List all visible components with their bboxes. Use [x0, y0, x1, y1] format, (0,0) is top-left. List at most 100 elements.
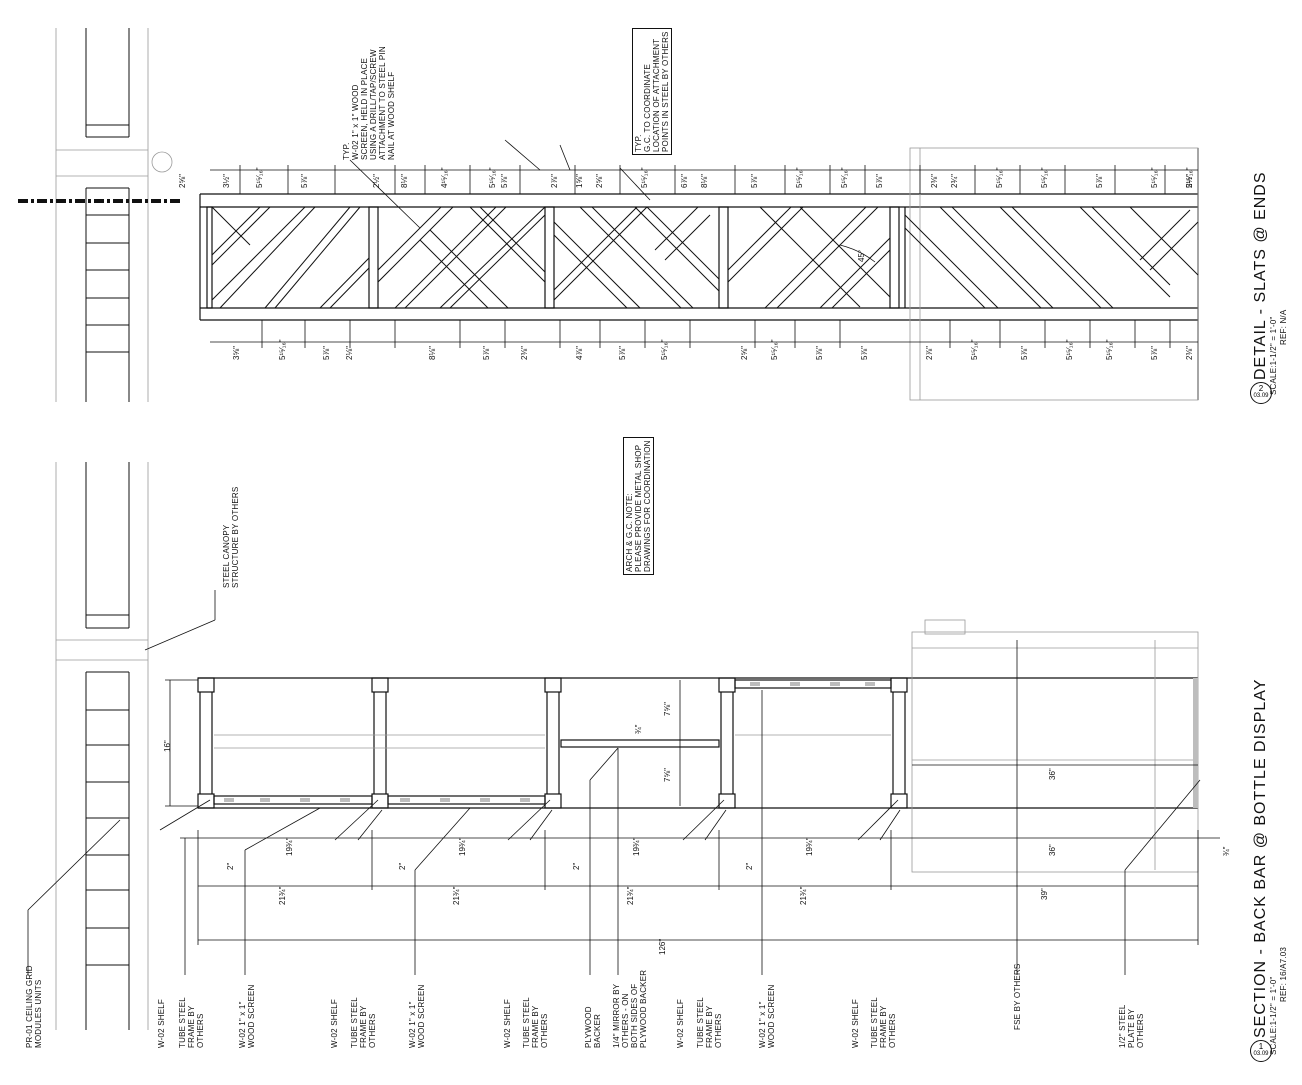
ceiling-grid-strip-bottom — [85, 462, 130, 1030]
slat-bottom-dim: 5⅞" — [618, 346, 627, 360]
slat-bottom-dim: 5¹⁵⁄₁₆" — [1065, 339, 1074, 360]
slat-bottom-dim: 5⅞" — [482, 346, 491, 360]
dim-module-1: 21¾" — [278, 886, 287, 905]
dim-bay-2: 19¾" — [458, 837, 467, 856]
slat-top-dim: 2½" — [372, 174, 381, 188]
callout-tube-steel-1: TUBE STEEL FRAME BY OTHERS — [178, 997, 205, 1048]
slat-top-dim: 5¹⁵⁄₁₆" — [1150, 167, 1159, 188]
ceiling-faint-lines-top — [55, 28, 173, 402]
gc-coordination-note: TYP. G.C. TO COORDINATE LOCATION OF ATTA… — [632, 28, 672, 155]
slat-bottom-dim: 4⅞" — [575, 346, 584, 360]
slat-bottom-dim: 5¹⁵⁄₁₆" — [770, 339, 779, 360]
dim-post-2: 2" — [398, 862, 407, 870]
ceiling-grid-strip-top — [85, 28, 130, 402]
ceiling-faint-lines-bottom — [55, 462, 149, 1030]
slat-angle: 45° — [857, 249, 866, 262]
slat-top-dim: 5⅞" — [875, 174, 884, 188]
section-number: 1 — [1258, 1042, 1264, 1051]
section-title: SECTION - BACK BAR @ BOTTLE DISPLAY — [1252, 678, 1269, 1038]
screen-attachment-note: TYP. W-02 1" x 1" WOOD SCREEN, HELD IN P… — [342, 46, 396, 160]
slat-top-dim: 8⅛" — [700, 174, 709, 188]
callout-fse: FSE BY OTHERS — [1013, 963, 1022, 1030]
slat-bottom-dim: 5⅞" — [1150, 346, 1159, 360]
section-ref: REF: 16/A7.03 — [1279, 946, 1288, 1002]
callout-shelf-2: W-02 SHELF — [330, 999, 339, 1048]
slat-bottom-dim: 2⅜" — [1185, 346, 1194, 360]
callout-tube-steel-3: TUBE STEEL FRAME BY OTHERS — [522, 997, 549, 1048]
slat-bottom-dim: 5¹⁵⁄₁₆" — [970, 339, 979, 360]
slat-top-dim: 5¹⁵⁄₁₆" — [255, 167, 264, 188]
callout-tube-steel-4: TUBE STEEL FRAME BY OTHERS — [696, 997, 723, 1048]
slat-top-dim: 5⅞" — [300, 174, 309, 188]
callout-shelf-4: W-02 SHELF — [676, 999, 685, 1048]
dim-post-4: 2" — [745, 862, 754, 870]
slat-bottom-dim: 5¹⁵⁄₁₆" — [660, 339, 669, 360]
dim-height: 16" — [163, 740, 172, 752]
slat-top-dim: 5¹⁵⁄₁₆" — [795, 167, 804, 188]
callout-wood-screen-2: W-02 1" x 1" WOOD SCREEN — [408, 984, 426, 1048]
slat-top-dim: 5⅞" — [500, 174, 509, 188]
slat-bottom-dim: 8⅛" — [428, 346, 437, 360]
slat-top-dim: 5¹⁵⁄₁₆" — [640, 167, 649, 188]
slat-dim-lines — [210, 139, 1198, 348]
back-bar-faint — [214, 619, 1199, 873]
section-dim-lines — [27, 590, 1220, 975]
slat-bottom-dim: 2⅜" — [520, 346, 529, 360]
dim-overall: 126" — [658, 938, 667, 955]
dim-post-1: 2" — [226, 862, 235, 870]
slat-bottom-dim: 2⅝" — [740, 346, 749, 360]
slat-top-dim: 1⅝" — [575, 174, 584, 188]
slat-bottom-dim: 5⅞" — [322, 346, 331, 360]
dim-bay-3: 19¾" — [632, 837, 641, 856]
dim-module-4: 21¾" — [799, 886, 808, 905]
section-number-bubble: 1 03.09 — [1250, 1040, 1272, 1062]
dim-module-3: 21¾" — [626, 886, 635, 905]
slat-top-dim: 5⅞" — [750, 174, 759, 188]
callout-mirror: 1/4" MIRROR BY OTHERS - ON BOTH SIDES OF… — [612, 969, 648, 1048]
slat-top-dim: 5¹⁵⁄₁₆" — [488, 167, 497, 188]
detail-title: DETAIL - SLATS @ ENDS — [1252, 171, 1269, 380]
slat-bottom-dim: 2⅛" — [345, 346, 354, 360]
dim-module-2: 21¾" — [452, 886, 461, 905]
slat-bottom-dim: 5⅞" — [815, 346, 824, 360]
slat-bottom-dim: 2⅞" — [925, 346, 934, 360]
callout-shelf-5: W-02 SHELF — [851, 999, 860, 1048]
dim-fse-lower: 36" — [1048, 844, 1057, 856]
detail-number: 2 — [1258, 384, 1264, 393]
callout-shelf-3: W-02 SHELF — [503, 999, 512, 1048]
slat-bottom-dim: 3⅝" — [232, 346, 241, 360]
slat-top-dim: 2¾" — [950, 174, 959, 188]
dim-mirror: ¾" — [634, 724, 643, 734]
slat-top-dim: 2⅝" — [595, 174, 604, 188]
slat-top-dim: 6⅞" — [680, 174, 689, 188]
arch-gc-note: ARCH & G.C. NOTE: PLEASE PROVIDE METAL S… — [623, 437, 654, 575]
slat-detail-frame — [199, 148, 1199, 400]
callout-tube-steel-2: TUBE STEEL FRAME BY OTHERS — [350, 997, 377, 1048]
section-sheet: 03.09 — [1253, 1051, 1269, 1057]
detail-ref: REF: N/A — [1279, 309, 1288, 345]
slat-top-dim: 2⅞" — [550, 174, 559, 188]
slat-bottom-dim: 5¹⁵⁄₁₆" — [278, 339, 287, 360]
slat-bottom-dim: 5⅞" — [860, 346, 869, 360]
diagonal-slats — [211, 206, 1199, 309]
dim-sub-lower: 7⅝" — [663, 768, 672, 782]
callout-tube-steel-5: TUBE STEEL FRAME BY OTHERS — [870, 997, 897, 1048]
slat-top-dim: 2⅜" — [930, 174, 939, 188]
slat-top-dim: 5¹⁵⁄₁₆" — [995, 167, 1004, 188]
callout-wood-screen-1: W-02 1" x 1" WOOD SCREEN — [238, 984, 256, 1048]
slat-top-dim: 2⅝" — [178, 174, 187, 188]
section-scale: SCALE:1-1/2" = 1'-0" — [1269, 976, 1278, 1055]
steel-canopy-label: STEEL CANOPY STRUCTURE BY OTHERS — [222, 486, 240, 588]
detail-scale: SCALE:1-1/2" = 1'-0" — [1269, 316, 1278, 395]
callout-steel-plate: 1/2" STEEL PLATE BY OTHERS — [1118, 1004, 1145, 1048]
slat-top-dim: 3½" — [222, 174, 231, 188]
detail-number-bubble: 2 03.09 — [1250, 382, 1272, 404]
dim-bay-1: 19¾" — [285, 837, 294, 856]
slat-bottom-dim: 5¹⁵⁄₁₆" — [1105, 339, 1114, 360]
slat-top-dim: 4¹⁵⁄₁₆" — [440, 167, 449, 188]
slat-top-dim: 5¹⁵⁄₁₆" — [1040, 167, 1049, 188]
dim-fse-upper: 36" — [1048, 768, 1057, 780]
dim-end-gap: ¾" — [1222, 846, 1231, 856]
